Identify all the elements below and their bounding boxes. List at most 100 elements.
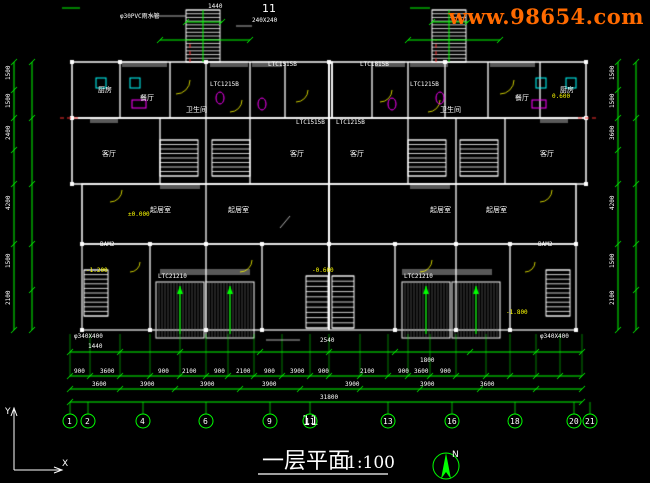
axis-label: 9: [267, 417, 272, 426]
dim-row1-text: 3600: [414, 368, 429, 375]
window-label: LTC1815B: [360, 61, 389, 68]
room-label: 餐厅: [140, 93, 154, 102]
dim-row2-text: 3600: [480, 381, 495, 388]
room-label: 卫生间: [186, 105, 207, 114]
misc-label: 2540: [320, 337, 335, 344]
right-dim-text: 4200: [609, 195, 616, 210]
axis-label: 20: [569, 417, 579, 426]
window-label: LTC1515B: [296, 119, 325, 126]
misc-label: φ340X400: [540, 333, 569, 340]
pipe-size-label: 240X240: [252, 17, 278, 24]
dim-row1-text: 900: [264, 368, 275, 375]
axis-bubble: [380, 413, 396, 429]
axis-bubble: [262, 413, 278, 429]
axis-label: 1: [67, 417, 72, 426]
room-label: 客厅: [290, 149, 304, 158]
dim-row2-text: 3900: [200, 381, 215, 388]
axis-label: 2: [85, 417, 90, 426]
misc-label: BAM2: [538, 241, 553, 248]
window-label: LTC1515B: [268, 61, 297, 68]
left-dim-text: 1500: [5, 65, 12, 80]
axis-bubble: [507, 413, 523, 429]
room-label: 餐厅: [515, 93, 529, 102]
right-dim-text: 1500: [609, 253, 616, 268]
watermark: www.98654.com: [448, 4, 644, 29]
level-label: -0.600: [312, 267, 334, 274]
room-label: 起居室: [486, 205, 507, 214]
ucs-axis-icon: Y X: [4, 406, 68, 474]
section-mark-bottom: 11: [302, 414, 319, 429]
axis-bubble: [582, 413, 598, 429]
misc-label: 1440: [88, 343, 103, 350]
right-dim-text: 1500: [609, 65, 616, 80]
plan-scale: 1:100: [346, 453, 395, 473]
dim-row2-text: 3600: [92, 381, 107, 388]
dim-row1-text: 3600: [100, 368, 115, 375]
axis-bubble: [302, 413, 318, 429]
window-label: LTC21210: [404, 273, 433, 280]
svg-text:X: X: [62, 459, 68, 469]
left-dim-text: 1500: [5, 253, 12, 268]
misc-label: BAM2: [100, 241, 115, 248]
axis-bubble: [566, 413, 582, 429]
dim-row1-text: 900: [440, 368, 451, 375]
dim-row1-text: 2100: [360, 368, 375, 375]
dim-row1-text: 900: [398, 368, 409, 375]
axis-bubble: [80, 413, 96, 429]
dim-row2-text: 3900: [420, 381, 435, 388]
dim-row1-text: 2100: [236, 368, 251, 375]
room-label: 起居室: [430, 205, 451, 214]
window-label: LTC1215B: [336, 119, 365, 126]
window-label: LTC1215B: [210, 81, 239, 88]
dim-row2-text: 3900: [140, 381, 155, 388]
pvc-pipe-label: φ30PVC雨水管: [120, 12, 160, 20]
axis-bubble: [135, 413, 151, 429]
axis-bubble: [62, 413, 78, 429]
axis-label: 11: [305, 417, 315, 426]
level-label: 0.600: [552, 93, 570, 100]
axis-bubble: [444, 413, 460, 429]
dim-row2-text: 3900: [262, 381, 277, 388]
axis-label: 6: [203, 417, 208, 426]
room-label: 起居室: [150, 205, 171, 214]
axis-label: 13: [383, 417, 393, 426]
room-label: 起居室: [228, 205, 249, 214]
right-dim-text: 1500: [609, 93, 616, 108]
room-label: 卫生间: [440, 105, 461, 114]
window-label: LTC1215B: [410, 81, 439, 88]
room-label: 厨房: [98, 85, 112, 94]
right-dim-text: 3600: [609, 125, 616, 140]
svg-text:N: N: [452, 450, 459, 460]
dim-row2-text: 3900: [345, 381, 360, 388]
dim-row1-text: 900: [74, 368, 85, 375]
room-label: 客厅: [350, 149, 364, 158]
dim-row1-text: 2100: [182, 368, 197, 375]
section-mark-top: 11: [262, 2, 276, 15]
top-dim-label: 1440: [208, 3, 223, 10]
dim-row1-text: 3900: [290, 368, 305, 375]
window-label: LTC21210: [158, 273, 187, 280]
axis-bubble: [198, 413, 214, 429]
dim-row1-text: 900: [158, 368, 169, 375]
left-dim-text: 2100: [5, 290, 12, 305]
plan-title: 一层平面: [262, 449, 350, 474]
left-dim-text: 4200: [5, 195, 12, 210]
right-dim-text: 2100: [609, 290, 616, 305]
axis-label: 21: [585, 417, 595, 426]
misc-label: 1800: [420, 357, 435, 364]
level-label: ±0.000: [128, 211, 150, 218]
room-label: 客厅: [102, 149, 116, 158]
room-label: 客厅: [540, 149, 554, 158]
left-dim-text: 1500: [5, 93, 12, 108]
axis-label: 16: [447, 417, 457, 426]
dim-total-text: 31800: [320, 394, 338, 401]
level-label: -1.200: [86, 267, 108, 274]
level-label: -1.800: [506, 309, 528, 316]
svg-text:Y: Y: [4, 407, 11, 417]
room-label: 厨房: [560, 85, 574, 94]
